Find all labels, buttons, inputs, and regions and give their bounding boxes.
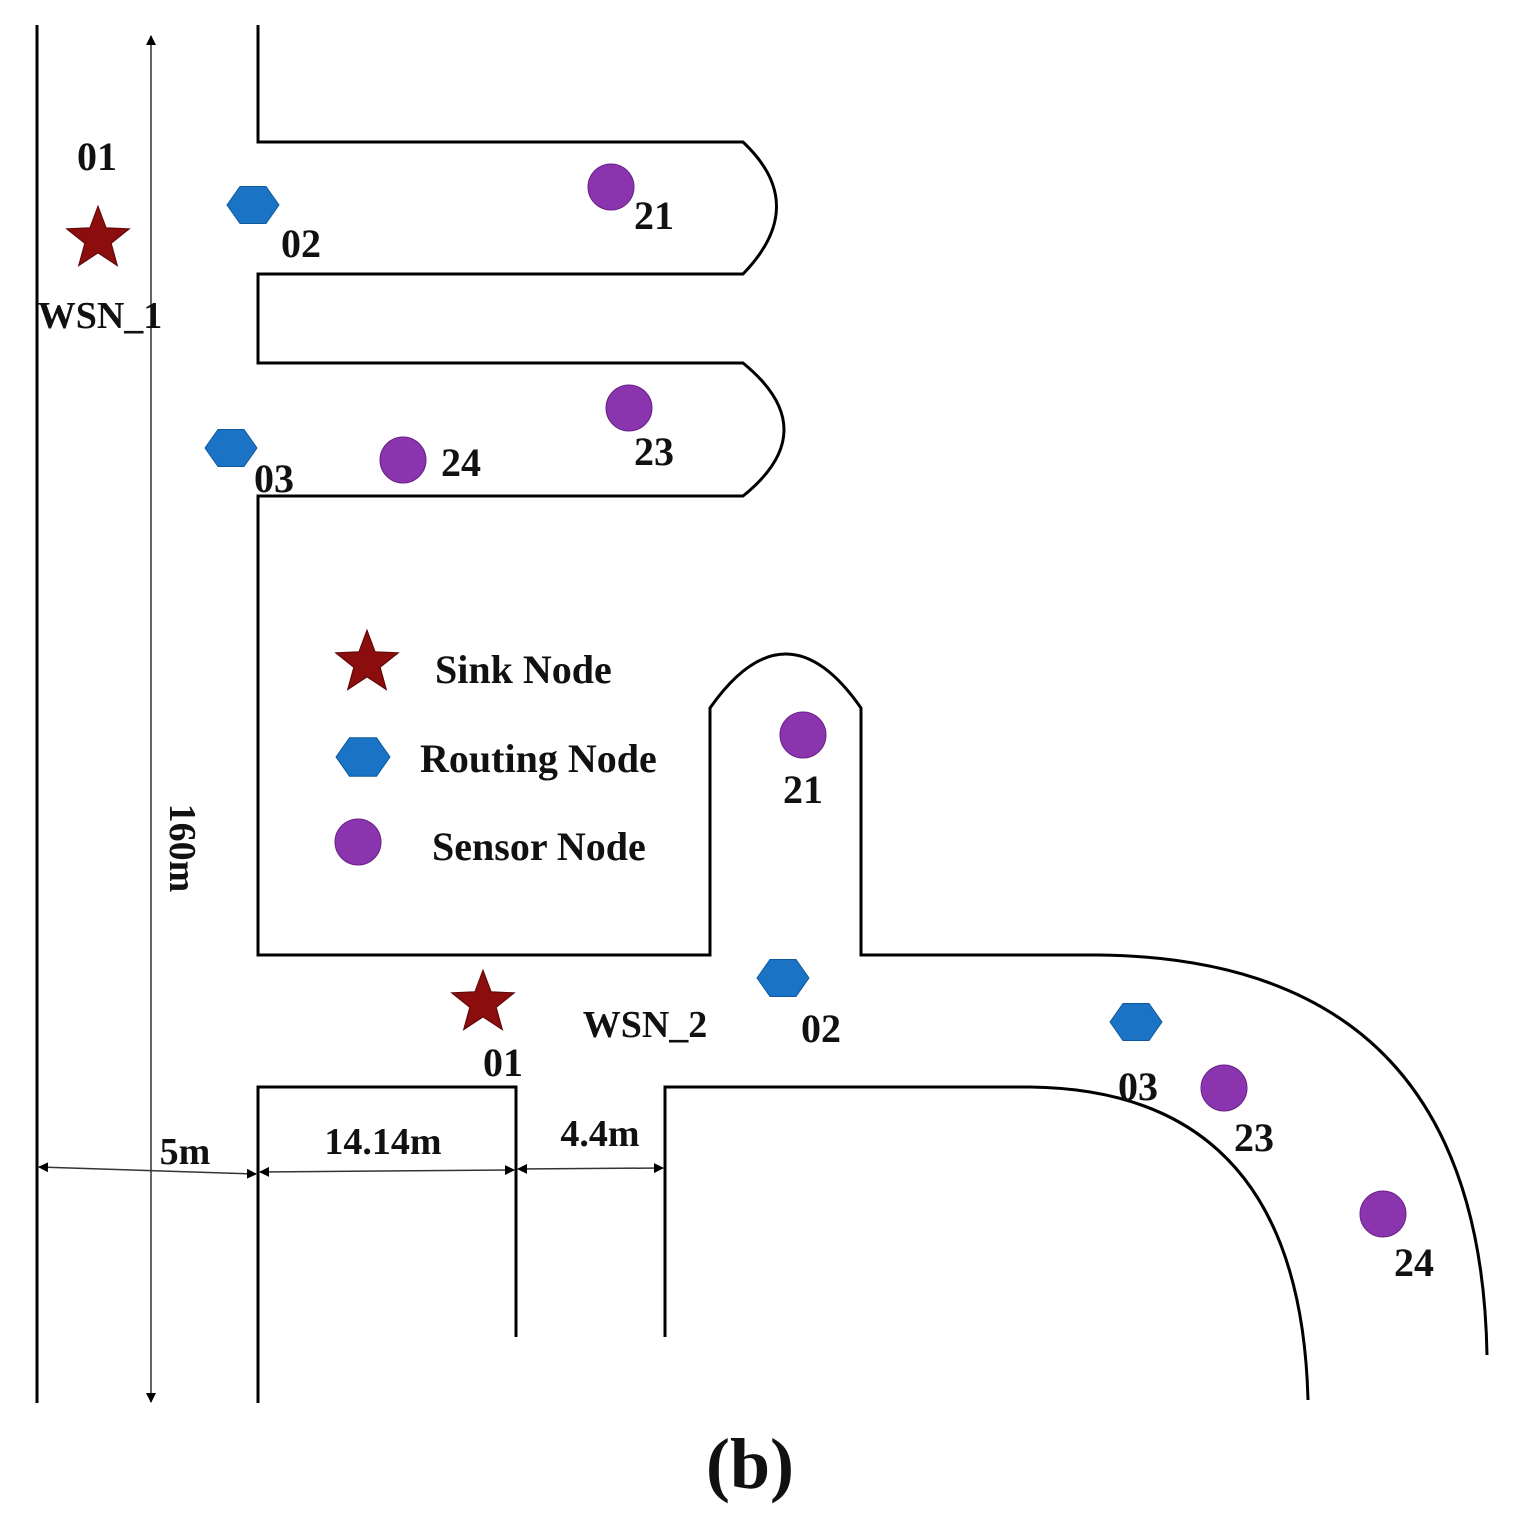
wsn2-name-label: WSN_2 [583,1004,708,1046]
wsn2-sink-label: 01 [483,1040,523,1085]
wsn2-routing-node-02-icon [756,959,810,997]
lower-left-wall [256,1085,518,1403]
lower-curved-wall [663,1085,1310,1401]
wsn2-routing-label-03: 03 [1118,1064,1158,1109]
legend-sensor-label: Sensor Node [432,824,646,869]
wsn1-sensor-node-24-icon [379,436,427,484]
legend-routing-label: Routing Node [420,736,657,781]
wsn2-sensor-node-24-icon [1359,1190,1407,1238]
wsn1-sensor-label-23: 23 [634,429,674,474]
width-dimension-a [38,1162,257,1179]
wsn1-name-label: WSN_1 [38,295,163,337]
wsn1-routing-label-03: 03 [254,456,294,501]
width-label-c: 4.4m [560,1113,639,1155]
wsn1-sensor-label-21: 21 [634,193,674,238]
wsn2-nodes: 21 01 WSN_2 02 03 23 24 [450,711,1434,1285]
wsn1-nodes: 01 WSN_1 02 03 21 23 24 [38,134,674,501]
figure-caption: (b) [706,1424,794,1504]
wsn1-routing-label-02: 02 [281,221,321,266]
width-dimension-b [259,1165,515,1177]
wsn2-sensor-label-24: 24 [1394,1240,1434,1285]
wsn2-sensor-node-21-icon [779,711,827,759]
wsn2-sensor-label-21: 21 [783,767,823,812]
length-label: 160m [161,804,203,893]
legend-sink-label: Sink Node [435,647,612,692]
corridor-walls [35,25,1489,1403]
wsn2-sink-star-icon [450,968,516,1031]
legend-sensor-circle-icon [334,818,382,866]
legend: Sink Node Routing Node Sensor Node [334,628,657,869]
wsn1-routing-node-03-icon [204,429,258,467]
width-label-b: 14.14m [324,1121,441,1163]
wsn2-routing-label-02: 02 [801,1006,841,1051]
wsn1-sensor-label-24: 24 [441,440,481,485]
wsn2-routing-node-03-icon [1109,1003,1163,1041]
wsn2-sensor-node-23-icon [1200,1064,1248,1112]
wsn1-routing-node-02-icon [226,186,280,224]
wsn1-sink-label: 01 [77,134,117,179]
wsn1-sink-star-icon [65,204,131,267]
wsn1-sensor-node-21-icon [587,163,635,211]
wsn2-sensor-label-23: 23 [1234,1115,1274,1160]
wsn1-sensor-node-23-icon [605,384,653,432]
dimension-lines: 160m 5m 14.14m 4.4m [38,35,664,1403]
width-dimension-c [517,1163,664,1174]
width-label-a: 5m [160,1131,211,1173]
legend-sink-star-icon [334,628,400,691]
upper-room-walls [256,25,1489,1356]
legend-routing-hexagon-icon [335,737,391,777]
